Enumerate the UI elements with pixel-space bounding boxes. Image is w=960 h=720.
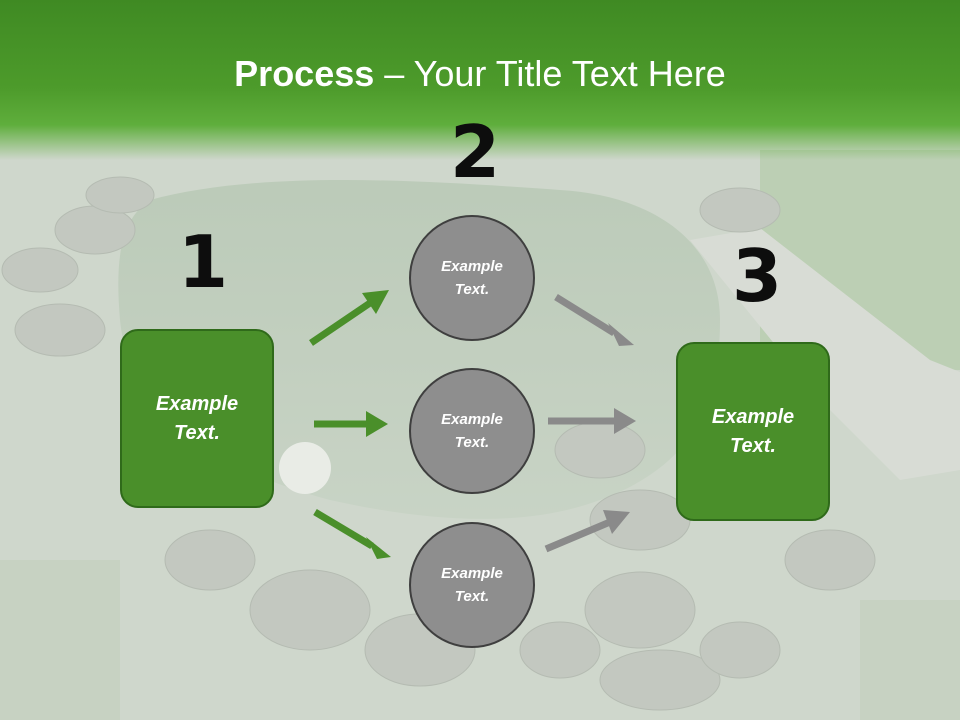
gray-arrow-down: [554, 294, 634, 346]
step-number-2: 2: [450, 110, 501, 194]
gray-arrow-middle: [548, 408, 636, 434]
step-1-box: Example Text.: [120, 329, 274, 508]
circle-bottom-text: Example Text.: [441, 565, 503, 605]
green-arrow-middle: [314, 411, 388, 437]
step-1-text: Example Text.: [155, 392, 239, 444]
step-2-circle-middle: Example Text.: [409, 368, 535, 494]
step-2-circle-bottom: Example Text.: [409, 522, 535, 648]
title-bold: Process: [234, 53, 375, 94]
gray-arrow-up: [544, 510, 630, 553]
step-3-text: Example Text.: [711, 405, 795, 457]
step-3-box: Example Text.: [676, 342, 830, 521]
step-2-circle-top: Example Text.: [409, 215, 535, 341]
green-arrow-up: [309, 290, 389, 346]
green-arrow-down: [313, 508, 391, 559]
step-number-1: 1: [178, 220, 229, 304]
circle-top-text: Example Text.: [441, 258, 503, 298]
title-band: [0, 0, 960, 160]
slide-title: Process – Your Title Text Here: [0, 52, 960, 96]
step-number-3: 3: [732, 234, 783, 318]
circle-middle-text: Example Text.: [441, 411, 503, 451]
title-rest: – Your Title Text Here: [374, 53, 726, 94]
